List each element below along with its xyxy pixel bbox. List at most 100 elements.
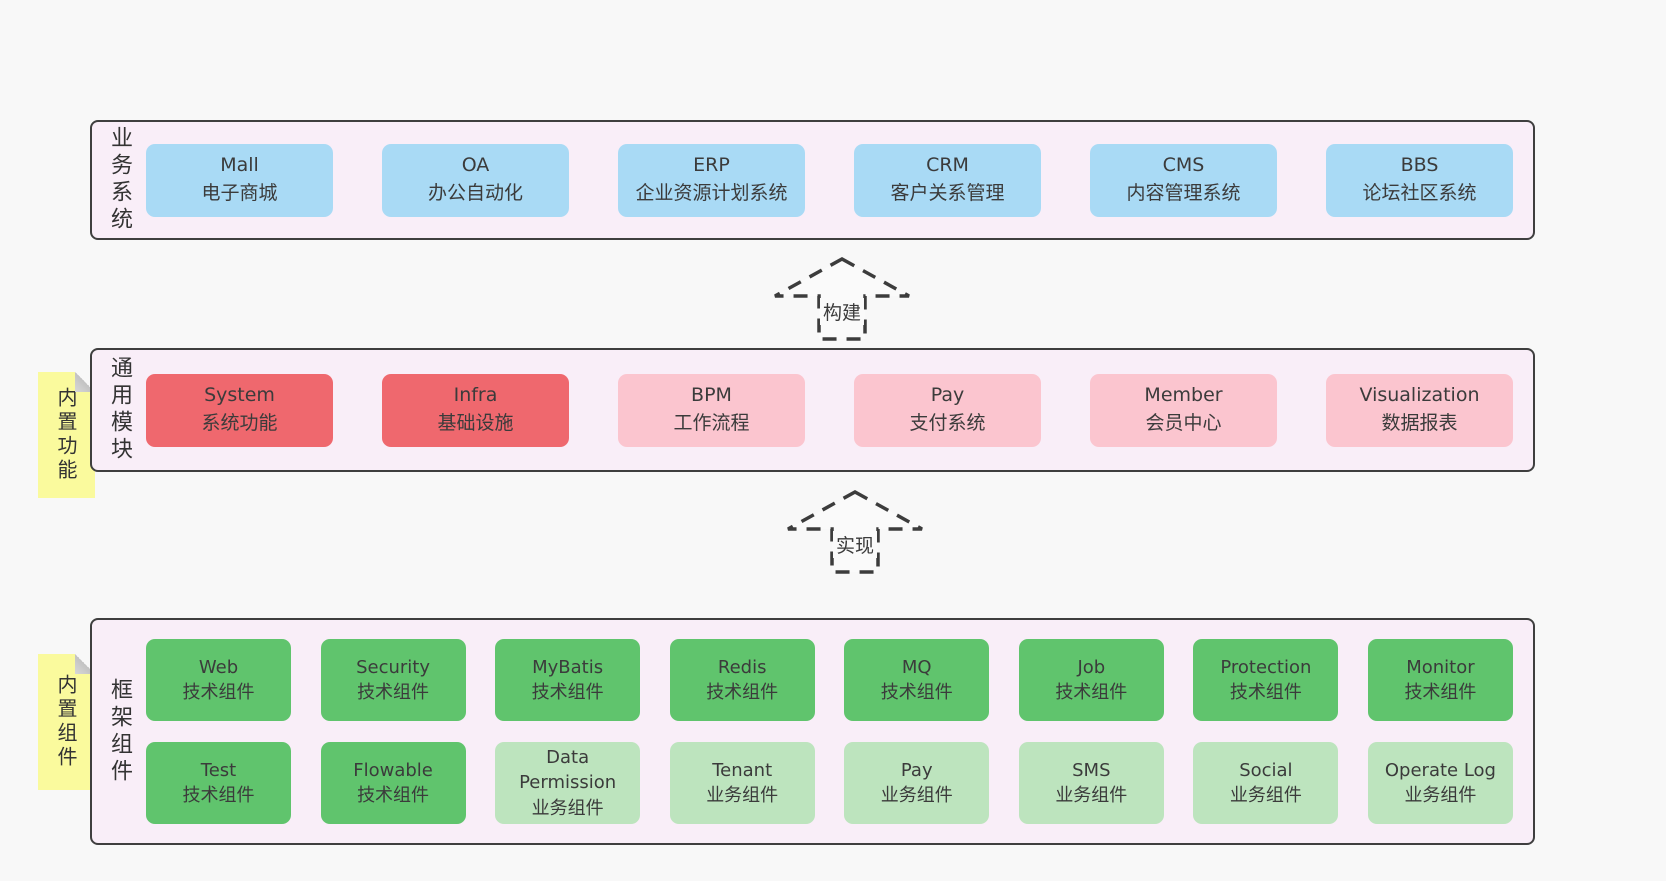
box-subtitle: 办公自动化 bbox=[427, 182, 523, 204]
layer-business-systems: 业务系统 Mall 电子商城 OA 办公自动化 ERP 企业资源计划系统 CRM 客户关系管理… bbox=[90, 120, 1535, 240]
box-pay: Pay 支付系统 bbox=[854, 373, 1041, 447]
box-subtitle: 业务组件 bbox=[1055, 785, 1128, 806]
box-title: CRM bbox=[926, 154, 969, 177]
box-title: Redis bbox=[717, 656, 767, 678]
box-title: Data Permission bbox=[519, 747, 617, 794]
box-title: Infra bbox=[453, 384, 498, 407]
box-title: Web bbox=[198, 656, 239, 678]
box-subtitle: 业务组件 bbox=[1229, 785, 1302, 806]
box-title: CMS bbox=[1162, 154, 1205, 177]
box-title: Social bbox=[1239, 759, 1293, 781]
box-erp: ERP 企业资源计划系统 bbox=[618, 143, 805, 217]
box-title: Flowable bbox=[353, 759, 433, 781]
box-title: Pay bbox=[930, 384, 965, 407]
box-title: System bbox=[204, 384, 275, 407]
box-subtitle: 技术组件 bbox=[1055, 682, 1128, 703]
box-sms: SMS 业务组件 bbox=[1018, 742, 1164, 824]
box-title: Member bbox=[1144, 384, 1223, 407]
box-tenant: Tenant 业务组件 bbox=[669, 742, 815, 824]
modules-boxes-row: System 系统功能 Infra 基础设施 BPM 工作流程 Pay 支付系统 Member 会… bbox=[146, 373, 1533, 447]
box-subtitle: 技术组件 bbox=[706, 682, 779, 703]
box-oa: OA 办公自动化 bbox=[382, 143, 569, 217]
sticky-note-built-in-features: 内置功能 bbox=[38, 372, 95, 498]
box-title: ERP bbox=[693, 154, 730, 177]
box-subtitle: 支付系统 bbox=[909, 412, 986, 434]
layer-label-framework-components: 框架组件 bbox=[107, 677, 132, 786]
arrow-build-label: 构建 bbox=[819, 298, 865, 325]
box-title: Mall bbox=[220, 154, 259, 177]
box-test: Test 技术组件 bbox=[146, 742, 291, 824]
box-title: Tenant bbox=[712, 759, 773, 781]
box-subtitle: 技术组件 bbox=[1229, 682, 1302, 703]
box-subtitle: 企业资源计划系统 bbox=[635, 182, 788, 204]
box-subtitle: 技术组件 bbox=[357, 785, 430, 806]
box-subtitle: 工作流程 bbox=[673, 412, 750, 434]
arrow-implement: 实现 bbox=[785, 489, 925, 575]
box-security: Security 技术组件 bbox=[320, 639, 466, 721]
box-title: Security bbox=[356, 656, 431, 678]
business-boxes-row: Mall 电子商城 OA 办公自动化 ERP 企业资源计划系统 CRM 客户关系管理 CMS 内容… bbox=[146, 143, 1533, 217]
box-subtitle: 业务组件 bbox=[880, 785, 953, 806]
box-subtitle: 技术组件 bbox=[182, 785, 255, 806]
box-infra: Infra 基础设施 bbox=[382, 373, 569, 447]
box-pay: Pay 业务组件 bbox=[844, 742, 990, 824]
box-subtitle: 业务组件 bbox=[1404, 785, 1477, 806]
layer-label-business-systems: 业务系统 bbox=[107, 126, 132, 234]
box-mq: MQ 技术组件 bbox=[844, 639, 990, 721]
box-title: Test bbox=[200, 759, 237, 781]
box-subtitle: 业务组件 bbox=[706, 785, 779, 806]
box-subtitle: 技术组件 bbox=[182, 682, 255, 703]
box-subtitle: 业务组件 bbox=[531, 797, 604, 819]
box-subtitle: 数据报表 bbox=[1381, 412, 1458, 434]
sticky-note-text: 内置功能 bbox=[54, 387, 78, 483]
box-web: Web 技术组件 bbox=[146, 639, 291, 721]
box-title: Visualization bbox=[1359, 384, 1480, 407]
box-operate-log: Operate Log 业务组件 bbox=[1367, 742, 1513, 824]
box-protection: Protection 技术组件 bbox=[1193, 639, 1339, 721]
box-job: Job 技术组件 bbox=[1018, 639, 1164, 721]
box-subtitle: 内容管理系统 bbox=[1126, 182, 1241, 204]
box-visualization: Visualization 数据报表 bbox=[1326, 373, 1513, 447]
box-bbs: BBS 论坛社区系统 bbox=[1326, 143, 1513, 217]
box-system: System 系统功能 bbox=[146, 373, 333, 447]
box-social: Social 业务组件 bbox=[1193, 742, 1339, 824]
sticky-note-text: 内置组件 bbox=[54, 674, 78, 770]
box-subtitle: 基础设施 bbox=[437, 412, 514, 434]
box-subtitle: 论坛社区系统 bbox=[1362, 182, 1477, 204]
box-title: MQ bbox=[901, 656, 932, 678]
box-flowable: Flowable 技术组件 bbox=[320, 742, 466, 824]
box-title: Job bbox=[1077, 656, 1106, 678]
box-subtitle: 技术组件 bbox=[1404, 682, 1477, 703]
box-title: Monitor bbox=[1406, 656, 1475, 678]
box-bpm: BPM 工作流程 bbox=[618, 373, 805, 447]
layer-label-common-modules: 通用模块 bbox=[107, 356, 132, 464]
box-title: MyBatis bbox=[532, 656, 604, 678]
box-subtitle: 技术组件 bbox=[880, 682, 953, 703]
box-title: SMS bbox=[1072, 759, 1111, 781]
box-subtitle: 会员中心 bbox=[1145, 412, 1222, 434]
box-title: Pay bbox=[900, 759, 933, 781]
box-data-permission: Data Permission 业务组件 bbox=[495, 742, 641, 824]
box-title: Protection bbox=[1220, 656, 1312, 678]
sticky-note-built-in-components: 内置组件 bbox=[38, 654, 95, 790]
box-title: BBS bbox=[1400, 154, 1439, 177]
box-member: Member 会员中心 bbox=[1090, 373, 1277, 447]
box-crm: CRM 客户关系管理 bbox=[854, 143, 1041, 217]
box-cms: CMS 内容管理系统 bbox=[1090, 143, 1277, 217]
box-subtitle: 客户关系管理 bbox=[890, 182, 1005, 204]
box-redis: Redis 技术组件 bbox=[669, 639, 815, 721]
box-mall: Mall 电子商城 bbox=[146, 143, 333, 217]
arrow-implement-label: 实现 bbox=[832, 531, 878, 558]
box-title: Operate Log bbox=[1384, 759, 1496, 781]
box-title: OA bbox=[461, 154, 490, 177]
box-subtitle: 系统功能 bbox=[201, 412, 278, 434]
box-subtitle: 技术组件 bbox=[357, 682, 430, 703]
box-title: BPM bbox=[691, 384, 732, 407]
box-monitor: Monitor 技术组件 bbox=[1367, 639, 1513, 721]
box-subtitle: 电子商城 bbox=[201, 182, 278, 204]
